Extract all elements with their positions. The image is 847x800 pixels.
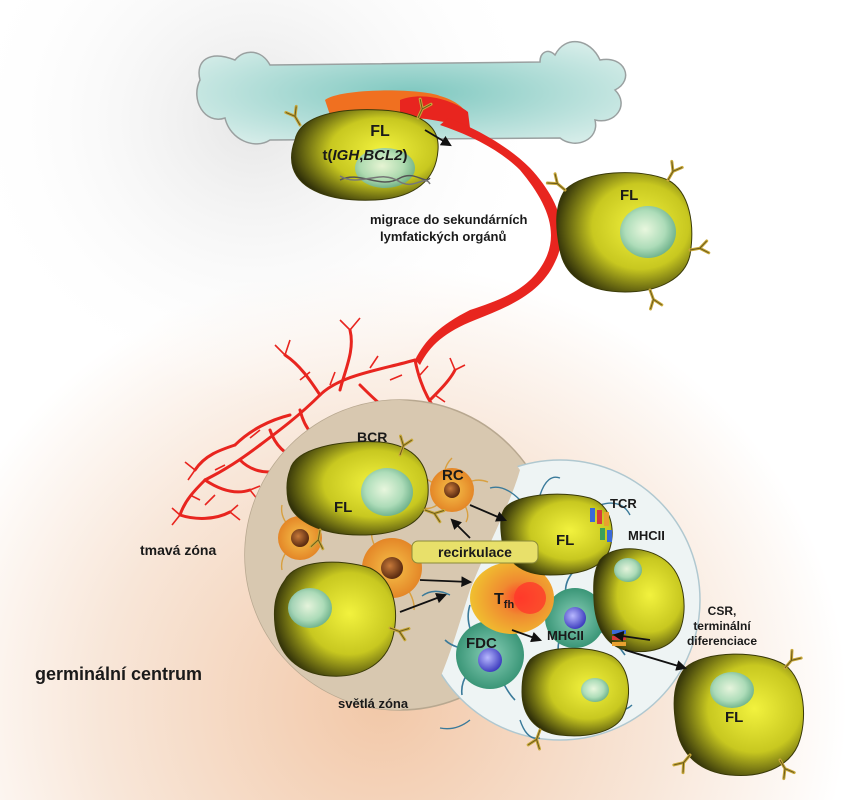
label-fl-dark: FL <box>334 499 352 516</box>
label-rc: RC <box>442 467 464 484</box>
label-migration-2: lymfatických orgánů <box>380 229 506 244</box>
label-bcr: BCR <box>357 429 387 445</box>
label-fdc: FDC <box>466 635 497 652</box>
label-csr-3: diferenciace <box>687 634 757 648</box>
label-recirculation: recirkulace <box>438 544 512 560</box>
label-mhcii-top: MHCII <box>628 528 665 543</box>
arrows <box>399 129 688 671</box>
fl-cell-dark-top <box>286 441 429 536</box>
fl-cell-light-right <box>593 548 685 653</box>
fl-cell-migrating <box>556 172 693 293</box>
label-tfh: Tfh <box>494 591 514 611</box>
fl-cell-exit <box>673 653 805 777</box>
label-csr-1: CSR, <box>708 604 737 618</box>
label-migration-1: migrace do sekundárních <box>370 212 528 227</box>
fl-cell-light-bottom <box>521 647 630 737</box>
label-fl-exit: FL <box>725 709 743 726</box>
blood-vessel <box>415 118 562 365</box>
fl-cell-bone <box>291 109 439 201</box>
label-germinal-center: germinální centrum <box>35 664 202 684</box>
fdc-cell-1 <box>444 604 536 701</box>
label-fl-bone: FL <box>370 123 390 140</box>
rc-cell <box>417 457 489 523</box>
label-fl-light: FL <box>556 532 574 549</box>
tfh-cell <box>470 562 554 634</box>
label-fl-migrating: FL <box>620 187 638 204</box>
recirculation-box <box>411 540 539 564</box>
label-dark-zone: tmavá zóna <box>140 542 216 558</box>
label-translocation: t(IGH,BCL2) <box>322 147 407 164</box>
label-tcr: TCR <box>610 496 637 511</box>
label-mhcii-bottom: MHCII <box>547 628 584 643</box>
fl-cell-dark-bottom <box>273 561 397 677</box>
label-csr-2: terminální <box>693 619 751 633</box>
label-light-zone: světlá zóna <box>338 696 409 711</box>
